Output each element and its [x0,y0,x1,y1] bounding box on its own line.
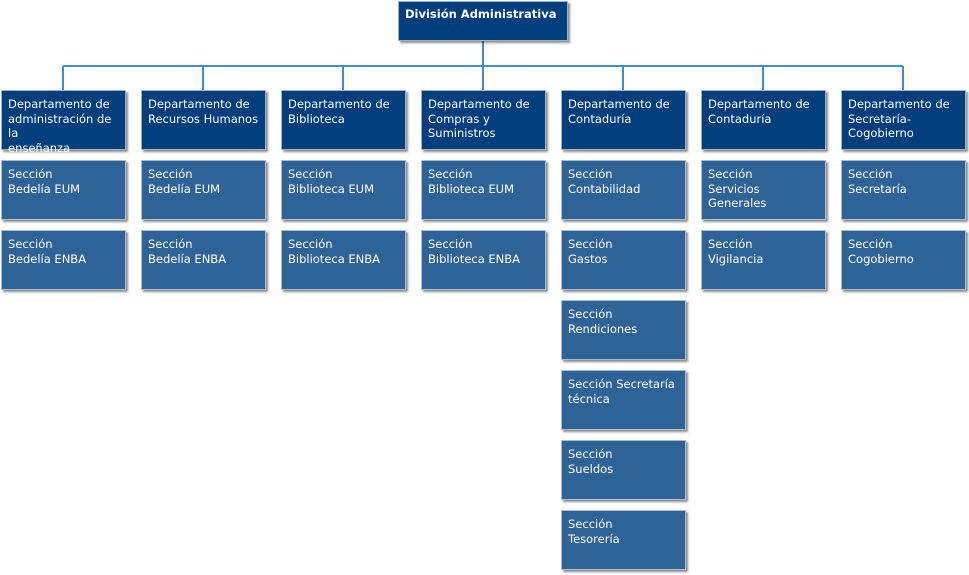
section-label-line: Sección [568,307,613,321]
department-label-line: Contaduría [568,111,632,126]
section-node: Sección Rendiciones [561,300,686,360]
department-label-line: Biblioteca [288,111,345,126]
department-label-line: Departamento de [288,97,390,111]
department-label-line: Departamento de [148,97,250,111]
department-node: Departamento de Recursos Humanos [141,90,266,150]
department-label-line: Departamento de [568,97,670,111]
section-node: Sección Bedelía ENBA [141,230,266,290]
department-label-line: Departamento de [708,97,810,111]
section-node: Sección Vigilancia [701,230,826,290]
section-label-line: Bedelía EUM [8,181,81,196]
section-label-line: Biblioteca ENBA [428,251,521,266]
section-label-line: Sección [568,447,613,461]
department-node: Departamento de Compras y Suministros [421,90,546,150]
department-label-line: Cogobierno [848,126,914,140]
section-node: Sección Biblioteca EUM [421,160,546,220]
department-label-line: Departamento de [428,97,530,111]
section-node: Sección Biblioteca EUM [281,160,406,220]
section-label-line: Servicios Generales [708,181,767,211]
section-label-line: Biblioteca EUM [428,181,515,196]
section-label-line: Sección [848,167,893,181]
department-label-line: administración de la [8,111,112,141]
section-label-line: Gastos [568,251,608,266]
department-node: Departamento de Contaduría [701,90,826,150]
section-node: Sección Secretaría técnica [561,370,686,430]
section-node: Sección Gastos [561,230,686,290]
section-label-line: Bedelía ENBA [148,251,227,266]
section-label-line: Sección [428,237,473,251]
section-label-line: Bedelía EUM [148,181,221,196]
department-label-line: Departamento de [848,97,950,111]
department-label-line: Suministros [428,126,496,140]
section-label-line: Biblioteca EUM [288,181,375,196]
department-node: Departamento de administración de la ens… [1,90,126,155]
section-label-line: Sección [288,167,333,181]
section-node: Sección Biblioteca ENBA [421,230,546,290]
section-label-line: Sección [568,167,613,181]
department-label-line: Departamento de [8,97,110,111]
section-label-line: Cogobierno [848,251,914,266]
department-label-line: Contaduría [708,111,772,126]
section-label-line: Sección [428,167,473,181]
section-label-line: Rendiciones [568,321,638,336]
section-label-line: Sección [568,517,613,531]
section-node: Sección Contabilidad [561,160,686,220]
section-label-line: Tesorería [568,531,620,546]
section-label-line: Sección Secretaría [568,377,675,391]
department-node: Departamento de Secretaría- Cogobierno [841,90,966,150]
section-label-line: Sección [288,237,333,251]
section-node: Sección Sueldos [561,440,686,500]
section-label-line: Vigilancia [708,251,764,266]
section-label-line: Biblioteca ENBA [288,251,381,266]
section-label-line: Secretaría [848,181,907,196]
section-node: Sección Tesorería [561,510,686,570]
section-node: Sección Servicios Generales [701,160,826,220]
department-node: Departamento de Biblioteca [281,90,406,150]
section-label-line: Bedelía ENBA [8,251,87,266]
department-label-line: Compras y [428,111,490,126]
section-label-line: técnica [568,391,610,406]
section-label-line: Sección [148,237,193,251]
section-node: Sección Bedelía EUM [141,160,266,220]
section-label-line: Sección [568,237,613,251]
root-node-title: División Administrativa [405,7,557,21]
department-label-line: Secretaría- [848,111,911,126]
department-label-line: Recursos Humanos [148,111,259,126]
section-label-line: Contabilidad [568,181,641,196]
section-label-line: Sección [148,167,193,181]
section-label-line: Sección [848,237,893,251]
section-label-line: Sección [8,167,53,181]
section-node: Sección Bedelía EUM [1,160,126,220]
section-node: Sección Secretaría [841,160,966,220]
section-node: Sección Cogobierno [841,230,966,290]
section-node: Sección Bedelía ENBA [1,230,126,290]
department-node: Departamento de Contaduría [561,90,686,150]
root-node-division-administrativa: División Administrativa [398,1,568,41]
section-label-line: Sección [708,237,753,251]
section-node: Sección Biblioteca ENBA [281,230,406,290]
department-label-line: enseñanza [8,140,71,155]
section-label-line: Sección [708,167,753,181]
section-label-line: Sección [8,237,53,251]
section-label-line: Sueldos [568,461,614,476]
